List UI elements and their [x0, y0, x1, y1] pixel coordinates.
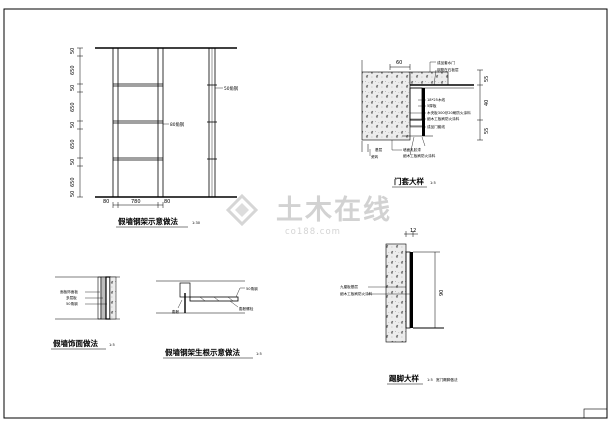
frame-post-left — [112, 47, 119, 198]
frame-post-right — [157, 47, 164, 198]
skirting-base-board — [405, 251, 411, 329]
root-label-2: 膨胀 — [172, 309, 180, 314]
door-label-7: 成品门套线 — [427, 124, 445, 129]
watermark: 土木在线 co188.com — [225, 193, 392, 237]
facing-label-1: 面板饰面板 — [60, 289, 78, 294]
watermark-logo-icon — [225, 193, 259, 227]
dim-left-3: 50 — [70, 85, 76, 91]
facing-label-3: 50角钢 — [66, 301, 78, 306]
door-label-5: 木夹板300@20刷防火涂料 — [427, 110, 471, 115]
door-casing — [422, 88, 425, 136]
caption-frame-root: 假墙钢架生根示意做法 — [165, 347, 240, 357]
dim-left-6: 650 — [70, 139, 76, 149]
door-label-3: 18*25木线 — [427, 97, 446, 102]
caption-door-head: 门套大样 — [394, 176, 424, 186]
dim-left-2: 650 — [70, 65, 76, 75]
drawing-border — [3, 8, 608, 419]
panel-wall-frame: 50 650 50 650 50 650 50 650 50 80 780 80… — [70, 47, 238, 228]
door-label-6: 细木工板刷防火涂料 — [427, 116, 460, 121]
frame-rails — [113, 83, 163, 161]
title-block-corner — [583, 408, 608, 419]
facing-label-2: 多层板 — [66, 295, 77, 300]
skirting-panel — [410, 252, 413, 328]
root-label-3: 膨胀螺栓 — [239, 306, 254, 311]
caption-wall-facing: 假墙饰面做法 — [53, 338, 98, 348]
root-label-1: 50角钢 — [246, 286, 258, 291]
skirting-label-1: 九厘板基层 — [340, 284, 358, 289]
door-dim-3: 55 — [484, 128, 490, 134]
door-label-9: 基层 — [375, 147, 383, 152]
skirting-wall — [385, 243, 407, 343]
dim-left-4: 650 — [70, 102, 76, 112]
scale-frame-root: 1:5 — [256, 352, 262, 356]
concrete-lintel — [409, 71, 449, 86]
panel-door-head: 60 55 40 55 成品套水门 钢筋在石板层 18*25木线 5厚板 木夹板… — [361, 60, 490, 188]
scale-wall-facing: 1:5 — [109, 343, 115, 347]
scale-skirting: 1:5 — [427, 378, 433, 382]
dim-left-1: 50 — [70, 48, 76, 54]
dim-left-7: 50 — [70, 159, 76, 165]
label-frame-angle-steel: 80角钢 — [170, 121, 184, 128]
skirting-side-dim: 90 — [439, 290, 445, 296]
skirting-label-2: 细木工板刷防火涂料 — [340, 291, 373, 296]
door-label-4: 5厚板 — [427, 103, 437, 108]
dim-left-5: 50 — [70, 122, 76, 128]
panel-frame-root: 50角钢 膨胀 膨胀螺栓 假墙钢架生根示意做法 1:5 — [156, 280, 262, 359]
watermark-brand: 土木在线 — [276, 195, 392, 226]
skirting-note: 宽门踢脚做法 — [436, 377, 458, 382]
watermark-site: co188.com — [285, 227, 341, 237]
scale-door-head: 1:5 — [430, 181, 436, 185]
door-label-1: 成品套水门 — [437, 60, 455, 65]
door-label-2: 钢筋在石板层 — [437, 67, 459, 72]
door-dim-2: 40 — [484, 100, 490, 106]
door-label-11: 细木工板刷防火涂料 — [403, 153, 436, 158]
concrete-wall — [361, 71, 411, 141]
panel-skirting: 12 90 九厘板基层 细木工板刷防火涂料 踢脚大样 1:5 宽门踢脚做法 — [340, 228, 458, 385]
dim-bottom-2: 780 — [131, 199, 141, 205]
scale-wall-frame: 1:30 — [192, 221, 201, 225]
facing-angle-steel — [105, 276, 111, 320]
label-side-angle-steel: 50角钢 — [224, 85, 238, 92]
door-label-8: 墙面乳胶漆 — [403, 147, 421, 152]
dim-left-8: 650 — [70, 177, 76, 187]
door-top-dim: 60 — [396, 60, 402, 66]
door-dim-1: 55 — [484, 76, 490, 82]
dim-bottom-3: 80 — [164, 199, 170, 205]
caption-skirting: 踢脚大样 — [389, 373, 419, 383]
door-label-10: 瓷砖 — [371, 154, 379, 159]
dim-bottom-1: 80 — [103, 199, 109, 205]
dim-left-9: 50 — [70, 191, 76, 197]
caption-wall-frame: 假墙钢架示意做法 — [118, 216, 178, 226]
door-frame-board — [409, 87, 423, 121]
skirting-top-dim: 12 — [410, 228, 416, 234]
panel-wall-facing: 面板饰面板 多层板 50角钢 假墙饰面做法 1:5 — [51, 276, 120, 350]
